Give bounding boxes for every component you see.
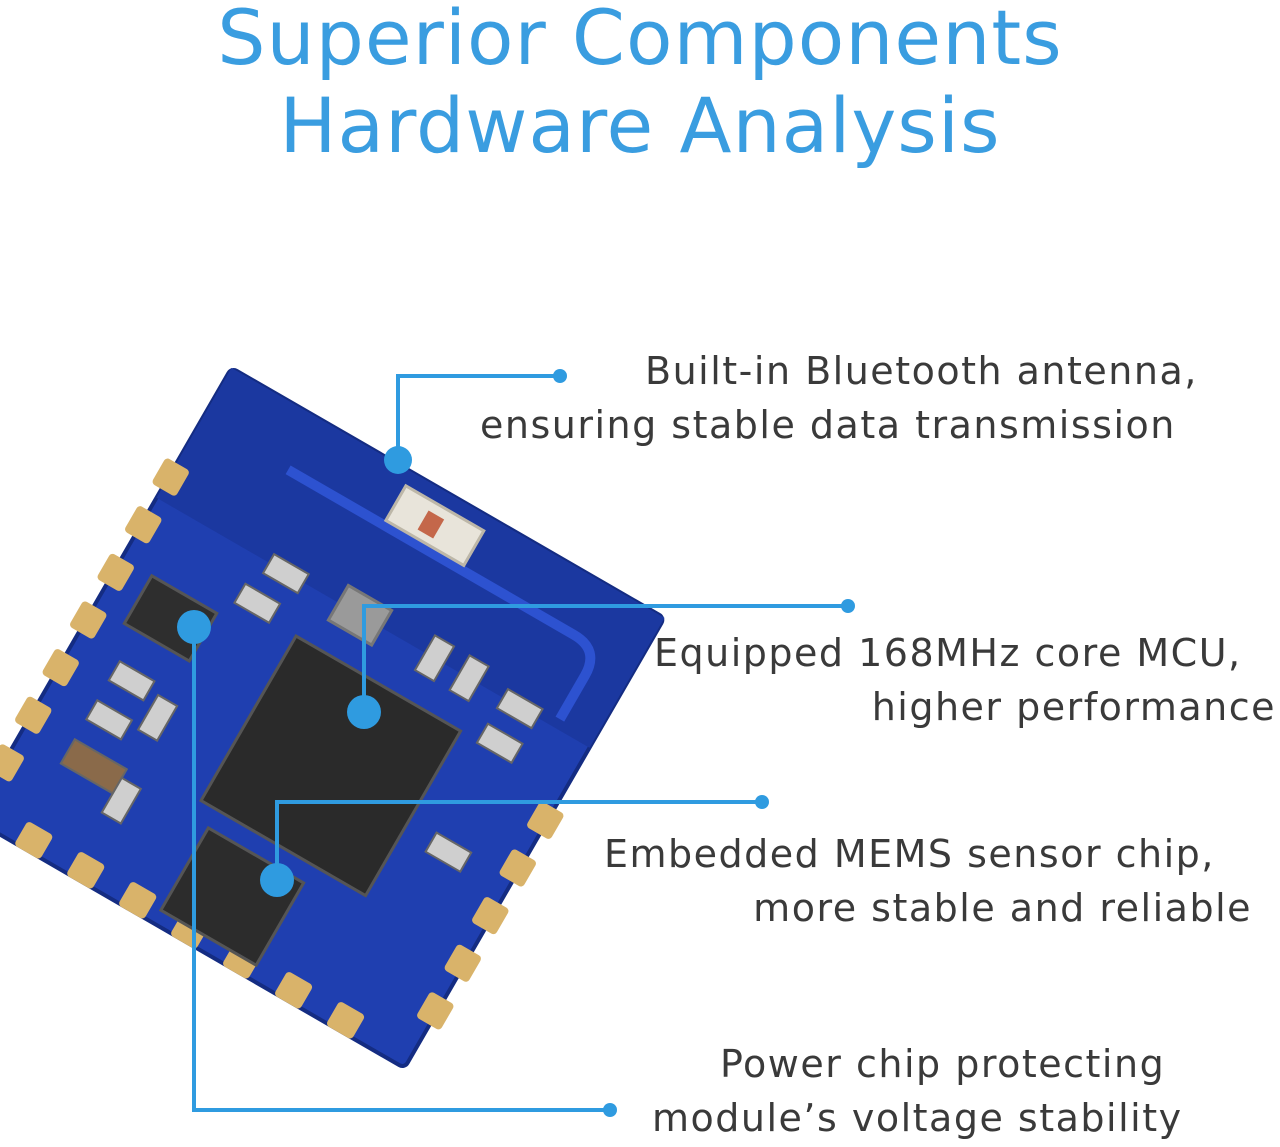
mems-marker-dot — [260, 863, 294, 897]
callout-mcu: Equipped 168MHz core MCU, higher perform… — [640, 626, 1280, 734]
mems-sensor-chip — [158, 825, 306, 968]
power-leader-line — [192, 627, 610, 1112]
antenna-leader-line — [396, 374, 560, 460]
right-edge-pads — [417, 801, 564, 1030]
callout-bluetooth-antenna: Built-in Bluetooth antenna, ensuring sta… — [480, 344, 1240, 452]
callout-lines — [192, 374, 848, 1112]
mcu-leader-line — [362, 604, 848, 712]
callout-line: Embedded MEMS sensor chip, — [604, 832, 1215, 876]
title-line-1: Superior Components — [217, 0, 1063, 82]
mems-end-dot — [755, 795, 769, 809]
callout-dots — [177, 369, 855, 1117]
callout-line: module’s voltage stability — [652, 1096, 1183, 1140]
callout-line: higher performance — [871, 685, 1276, 729]
mcu-chip — [198, 633, 463, 898]
power-end-dot — [603, 1103, 617, 1117]
antenna-trace — [285, 465, 596, 722]
antenna-chip-pad — [417, 510, 445, 539]
bluetooth-module-board — [0, 367, 665, 1068]
callout-line: ensuring stable data transmission — [480, 403, 1176, 447]
callout-line: more stable and reliable — [753, 886, 1252, 930]
mcu-marker-dot — [347, 695, 381, 729]
left-edge-pads — [0, 458, 189, 782]
callout-power-chip: Power chip protecting module’s voltage s… — [640, 1037, 1240, 1145]
mems-leader-line — [275, 800, 762, 880]
antenna-end-dot — [553, 369, 567, 383]
antenna-marker-dot — [384, 446, 412, 474]
callout-line: Built-in Bluetooth antenna, — [645, 349, 1198, 393]
title-line-2: Hardware Analysis — [279, 81, 1001, 170]
callout-line: Power chip protecting — [720, 1042, 1166, 1086]
passive-components — [59, 552, 544, 874]
power-marker-dot — [177, 610, 211, 644]
crystal-oscillator — [326, 583, 394, 648]
mcu-end-dot — [841, 599, 855, 613]
callout-mems-sensor: Embedded MEMS sensor chip, more stable a… — [600, 827, 1260, 935]
callout-line: Equipped 168MHz core MCU, — [654, 631, 1242, 675]
antenna-area — [156, 367, 665, 748]
